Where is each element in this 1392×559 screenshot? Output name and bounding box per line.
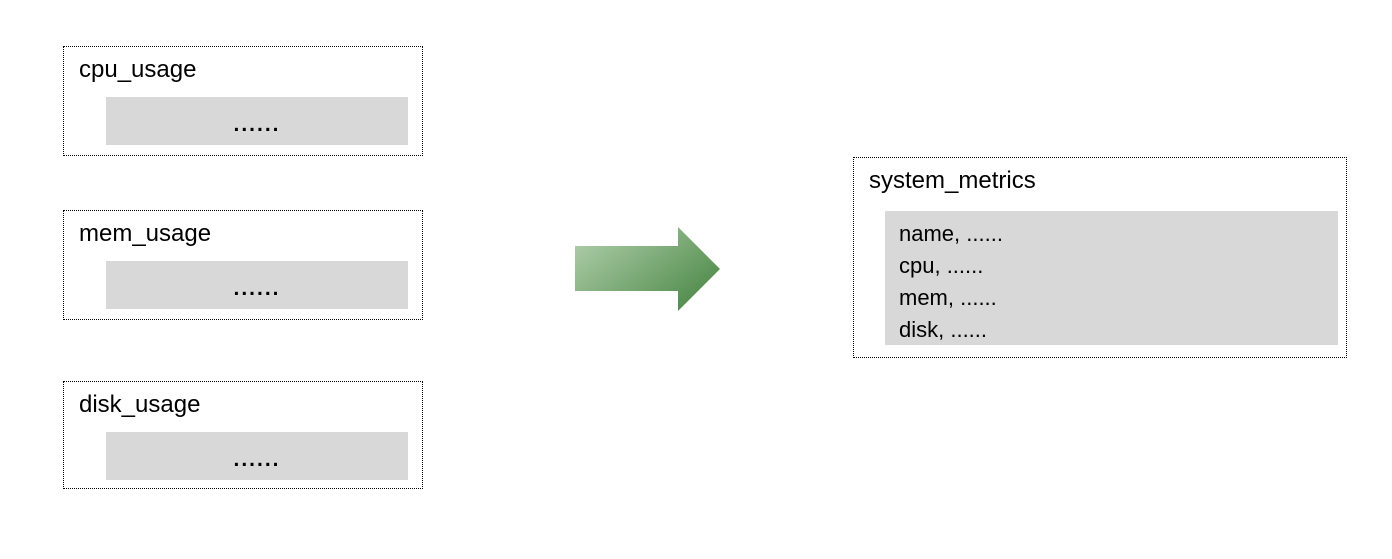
table-body-panel: ...... bbox=[106, 432, 408, 480]
table-box-cpu-usage: cpu_usage ...... bbox=[63, 46, 423, 156]
table-box-mem-usage: mem_usage ...... bbox=[63, 210, 423, 320]
table-row: mem, ...... bbox=[899, 285, 997, 310]
table-box-system-metrics: system_metrics name, ...... cpu, ...... … bbox=[853, 157, 1347, 358]
table-box-disk-usage: disk_usage ...... bbox=[63, 381, 423, 489]
table-title: mem_usage bbox=[79, 220, 212, 247]
table-body-panel: ...... bbox=[106, 261, 408, 309]
table-row: cpu, ...... bbox=[899, 253, 984, 278]
right-arrow-icon bbox=[575, 227, 720, 311]
table-title: system_metrics bbox=[869, 167, 1036, 194]
ellipsis-text: ...... bbox=[233, 277, 281, 300]
ellipsis-text: ...... bbox=[233, 448, 281, 471]
right-arrow-shape bbox=[575, 227, 720, 311]
table-body-panel: name, ...... cpu, ...... mem, ...... dis… bbox=[885, 211, 1338, 345]
table-title: disk_usage bbox=[79, 391, 201, 418]
table-title: cpu_usage bbox=[79, 56, 197, 83]
table-row: disk, ...... bbox=[899, 317, 988, 342]
table-row: name, ...... bbox=[899, 221, 1003, 246]
ellipsis-text: ...... bbox=[233, 113, 281, 136]
table-body-panel: ...... bbox=[106, 97, 408, 145]
